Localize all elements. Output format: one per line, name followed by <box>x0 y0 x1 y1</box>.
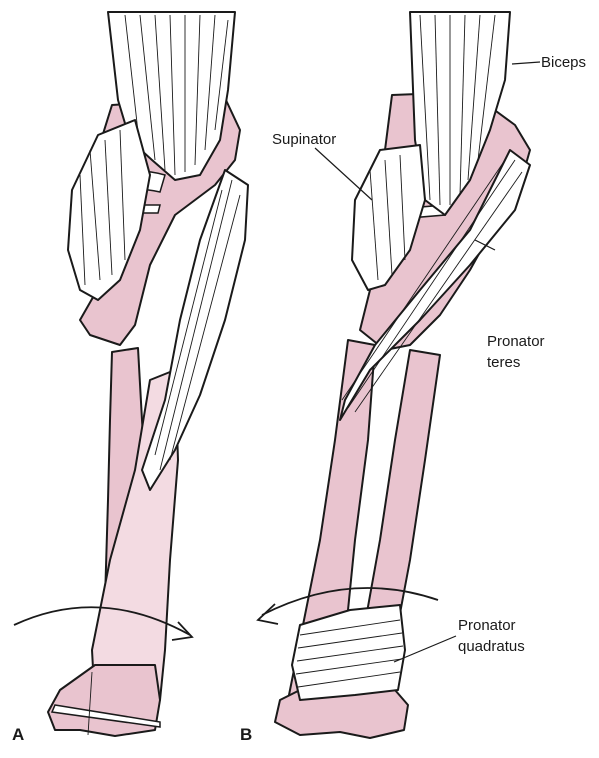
label-pronator-teres-line2: teres <box>487 354 520 371</box>
supinator-leader-line <box>315 148 372 200</box>
label-pronator-quadratus-line1: Pronator <box>458 617 516 634</box>
label-biceps: Biceps <box>541 54 586 71</box>
panel-label-a: A <box>12 725 24 744</box>
biceps-leader-line <box>512 62 540 64</box>
label-pronator-quadratus-line2: quadratus <box>458 638 525 655</box>
label-supinator: Supinator <box>272 131 336 148</box>
label-pronator-teres-line1: Pronator <box>487 333 545 350</box>
panel-a-illustration <box>14 12 248 736</box>
panel-label-b: B <box>240 725 252 744</box>
